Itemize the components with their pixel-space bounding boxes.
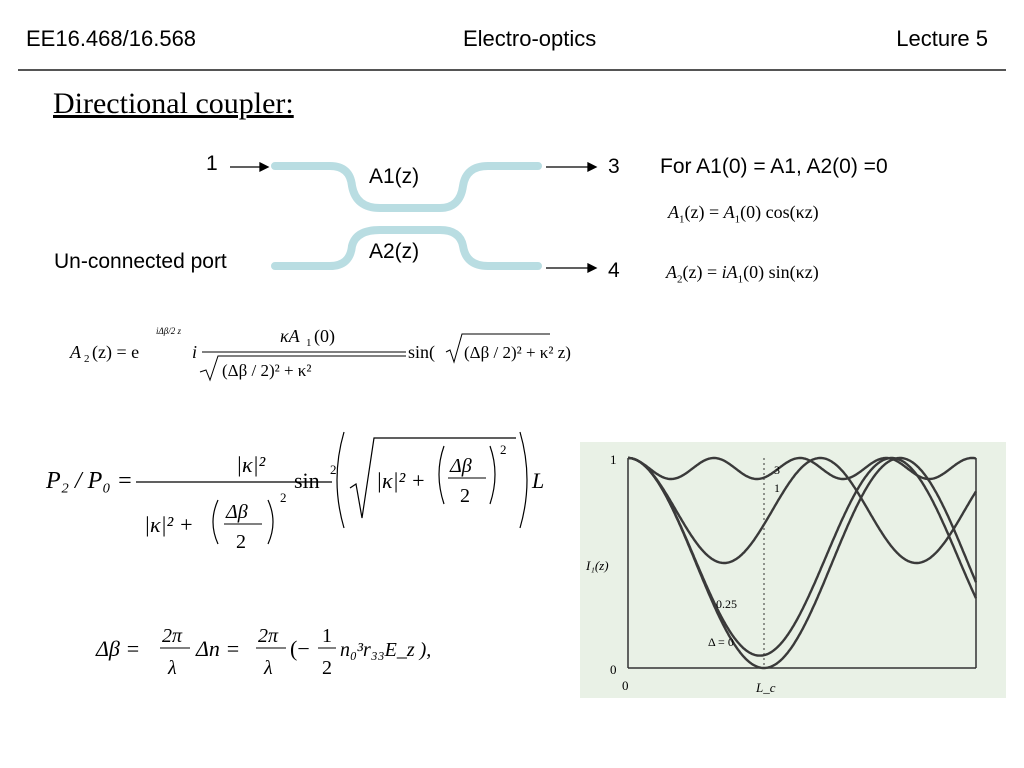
- port1-arrow: [230, 161, 270, 173]
- svg-text:Δβ: Δβ: [225, 501, 248, 523]
- svg-text:(−: (−: [290, 636, 310, 661]
- svg-text:2π: 2π: [258, 625, 279, 647]
- port3-arrow: [546, 161, 598, 173]
- y-axis-label: I₁(z): [585, 558, 609, 573]
- wave-a1-label: A1(z): [369, 165, 420, 188]
- svg-text:2: 2: [236, 531, 246, 553]
- svg-text:κA: κA: [280, 326, 301, 346]
- equation-general-a2: A 2 (z) = e iΔβ/2 z i κA 1 (0) (Δβ / 2)²…: [69, 326, 571, 382]
- wave-a2-label: A2(z): [369, 240, 420, 263]
- port4-label: 4: [608, 259, 620, 282]
- header-course: EE16.468/16.568: [26, 26, 197, 51]
- equation-power-ratio: P₂ / P₀ = |κ|² |κ|² + Δβ 2 2 sin 2 |κ|² …: [45, 431, 544, 553]
- svg-text:n₀³r₃₃E_z ),: n₀³r₃₃E_z ),: [340, 639, 431, 661]
- waveguide-lower: [271, 226, 542, 270]
- curve-delta-1: [628, 456, 978, 565]
- header-lecture: Lecture 5: [896, 26, 988, 51]
- svg-text:(Δβ / 2)² + κ²: (Δβ / 2)² + κ²: [222, 361, 311, 380]
- port1-label: 1: [206, 152, 218, 175]
- svg-text:(Δβ / 2)² + κ² z): (Δβ / 2)² + κ² z): [464, 343, 571, 362]
- svg-text:(z) = e: (z) = e: [92, 342, 139, 363]
- curve-label-025: 0.25: [716, 597, 737, 611]
- y-tick-0: 0: [610, 662, 617, 677]
- svg-text:2: 2: [500, 442, 507, 457]
- equation-a1: A1(z) = A1(0) cos(κz): [668, 202, 819, 226]
- svg-text:λ: λ: [167, 657, 177, 679]
- equation-delta-beta: Δβ = 2π λ Δn = 2π λ (− 1 2 n₀³r₃₃E_z ),: [95, 625, 431, 679]
- unconnected-port-label: Un-connected port: [54, 250, 227, 273]
- plot-curves: [628, 456, 978, 670]
- svg-text:P₂ / P₀ =: P₂ / P₀ =: [45, 468, 133, 494]
- svg-text:(0): (0): [314, 326, 335, 347]
- slide-title: Directional coupler:: [53, 87, 294, 120]
- svg-text:2: 2: [330, 462, 337, 477]
- svg-text:Δβ =: Δβ =: [95, 636, 140, 661]
- port3-label: 3: [608, 155, 620, 178]
- plot-background: [580, 442, 1006, 698]
- curve-label-3: 3: [774, 463, 780, 477]
- svg-text:2: 2: [322, 657, 332, 679]
- svg-text:|κ|² +: |κ|² +: [144, 512, 194, 537]
- svg-text:sin(: sin(: [408, 342, 435, 363]
- waveguide-upper: [271, 162, 542, 212]
- initial-condition: For A1(0) = A1, A2(0) =0: [660, 155, 888, 178]
- x-tick-0: 0: [622, 678, 629, 693]
- curve-label-0: Δ = 0: [708, 635, 734, 649]
- x-tick-lc: L_c: [755, 680, 776, 695]
- svg-text:λ: λ: [263, 657, 273, 679]
- curve-label-1: 1: [774, 481, 780, 495]
- svg-text:2: 2: [280, 490, 287, 505]
- svg-text:2: 2: [460, 485, 470, 507]
- svg-text:2π: 2π: [162, 625, 183, 647]
- intensity-plot: 1 0 0 L_c I₁(z) 3 1 0.25 Δ = 0: [580, 442, 1006, 698]
- svg-text:|κ|²: |κ|²: [236, 452, 266, 477]
- svg-text:1: 1: [322, 625, 332, 647]
- svg-text:|κ|² +: |κ|² +: [376, 468, 426, 493]
- header-divider: [18, 69, 1006, 71]
- svg-text:Δβ: Δβ: [449, 455, 472, 477]
- coupler-diagram: [230, 161, 598, 274]
- svg-text:L: L: [531, 468, 544, 493]
- svg-text:Δn =: Δn =: [195, 636, 240, 661]
- svg-text:1: 1: [306, 337, 312, 349]
- curve-delta-3: [628, 456, 977, 481]
- svg-text:A: A: [69, 342, 82, 362]
- svg-text:2: 2: [84, 353, 90, 365]
- port4-arrow: [546, 262, 598, 274]
- svg-text:i: i: [192, 342, 197, 362]
- header-topic: Electro-optics: [463, 26, 597, 51]
- y-tick-1: 1: [610, 452, 617, 467]
- svg-text:iΔβ/2 z: iΔβ/2 z: [156, 326, 182, 336]
- svg-text:sin: sin: [294, 468, 320, 493]
- equation-a2: A2(z) = iA1(0) sin(κz): [666, 262, 819, 286]
